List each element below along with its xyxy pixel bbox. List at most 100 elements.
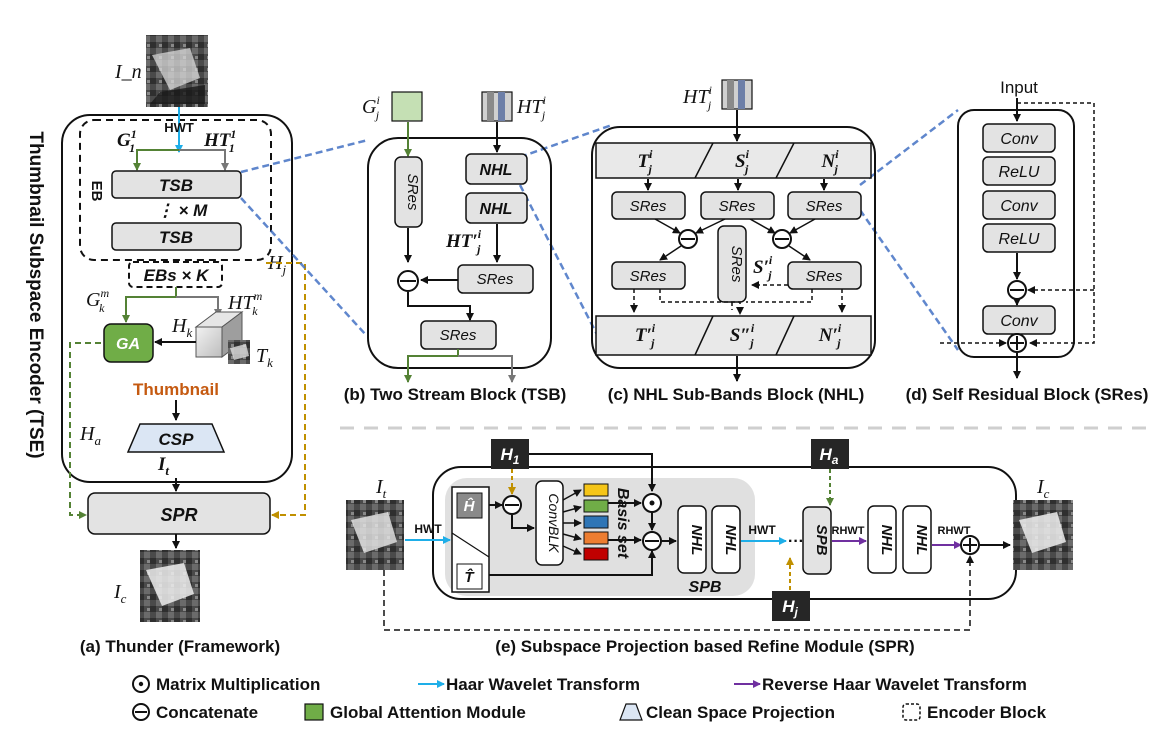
nhl-block-e4 [902, 505, 932, 574]
nhl-block-b1 [465, 153, 528, 185]
basis-vector-2 [583, 499, 609, 513]
ga-label: GA [116, 336, 140, 353]
panel-d-sres: Input Conv ReLU Conv ReLU Conv (d) Self … [906, 78, 1149, 404]
nhl-label-e3: NHL [878, 525, 895, 556]
encoder-block-eb [79, 119, 272, 261]
hwt-label-a: HWT [164, 120, 194, 135]
nhl-block-e3 [867, 505, 897, 574]
basis-vector-1 [583, 483, 609, 497]
legend: Matrix Multiplication Haar Wavelet Trans… [132, 675, 1047, 722]
layer-label-4: ReLU [999, 231, 1040, 248]
h1-tag [491, 439, 529, 469]
sres-label-c2: SRes [719, 198, 756, 215]
that-label: T̂ [464, 567, 475, 586]
layer-label-2: ReLU [999, 164, 1040, 181]
sres-label-c1: SRes [630, 198, 667, 215]
eb-legend-icon [902, 703, 921, 721]
csp-label: CSP [159, 430, 195, 449]
spb-block-e [802, 506, 832, 575]
nhl-label-e1: NHL [688, 525, 705, 556]
hk-label: Hk [171, 315, 192, 340]
caption-b: (b) Two Stream Block (TSB) [344, 385, 567, 404]
ht-input-square-c [721, 79, 753, 110]
layer-label-5: Conv [1000, 313, 1038, 330]
tk-image [228, 340, 250, 364]
caption-a: (a) Thunder (Framework) [80, 637, 280, 656]
ic-label-e: Ic [1036, 476, 1050, 501]
tsb-label-1: TSB [159, 176, 193, 195]
nhl-label-b2: NHL [480, 201, 513, 218]
conv-layer-2 [982, 190, 1056, 220]
hwt-label-e1: HWT [414, 522, 442, 536]
convblk-label: ConvBLK [546, 493, 562, 553]
nhl-block-e1 [677, 505, 707, 574]
hwt-label-e2: HWT [748, 523, 776, 537]
legend-concat: Concatenate [156, 703, 258, 722]
legend-hwt: Haar Wavelet Transform [446, 675, 640, 694]
clean-space-projection [126, 423, 226, 453]
legend-matmul: Matrix Multiplication [156, 675, 320, 694]
thumbnail-label: Thumbnail [133, 380, 219, 399]
sres-label-c5: SRes [630, 268, 667, 285]
ht-input-square [481, 91, 513, 122]
eb-label: EB [88, 181, 105, 202]
basis-vector-4 [583, 531, 609, 545]
zoom-connectors [240, 109, 960, 351]
sres-n-c [787, 191, 862, 220]
ha-label-a: Ha [79, 423, 101, 448]
sres-right-c [787, 261, 862, 290]
hj-label-a: Hj [267, 252, 286, 277]
spr-module [87, 492, 271, 535]
legend-rhwt: Reverse Haar Wavelet Transform [762, 675, 1027, 694]
panel-e-spr: It SPB HWT Ĥ T̂ H1 ConvBLK [346, 439, 1073, 656]
output-split-bar [595, 315, 872, 356]
rhwt-label-e1: RHWT [832, 525, 865, 537]
dots-label: ··· [788, 533, 804, 550]
caption-d: (d) Self Residual Block (SRes) [906, 385, 1149, 404]
sres-vertical-b [394, 156, 423, 228]
rhwt-label-e2: RHWT [938, 525, 971, 537]
layer-label-3: Conv [1000, 198, 1038, 215]
csp-legend-icon [619, 703, 643, 721]
caption-e: (e) Subspace Projection based Refine Mod… [495, 637, 914, 656]
legend-ga: Global Attention Module [330, 703, 526, 722]
spr-input-image [346, 500, 404, 570]
nhl-label-e2: NHL [722, 525, 739, 556]
tsb-block-1 [111, 170, 242, 199]
spb-label-e: SPB [689, 579, 722, 596]
sres-label-c6: SRes [806, 268, 843, 285]
global-attention-module [103, 323, 154, 363]
sres-left-c [611, 261, 686, 290]
it-label-a: It [157, 454, 169, 478]
encoder-blocks-k [128, 261, 223, 288]
input-label-in: I_n [114, 61, 142, 83]
hhat-label: Ĥ [464, 497, 476, 515]
caption-c: (c) NHL Sub-Bands Block (NHL) [608, 385, 865, 404]
sres-label-c4: SRes [728, 246, 745, 283]
output-label-ic: Ic [113, 581, 127, 606]
it-label-e: It [375, 476, 387, 501]
tsb-label-2: TSB [159, 228, 193, 247]
legend-csp: Clean Space Projection [646, 703, 835, 722]
g-input-square [391, 91, 423, 122]
tse-vertical-title: Thumbnail Subspace Encoder (TSE) [25, 131, 46, 458]
basis-vector-5 [583, 547, 609, 561]
conv-layer-1 [982, 123, 1056, 153]
tsn-split-bar [595, 142, 872, 179]
hj-label-e: Hj [782, 597, 798, 619]
hj-tag [772, 591, 810, 621]
sres-label-c3: SRes [806, 198, 843, 215]
nhl-block-b2 [465, 192, 528, 224]
